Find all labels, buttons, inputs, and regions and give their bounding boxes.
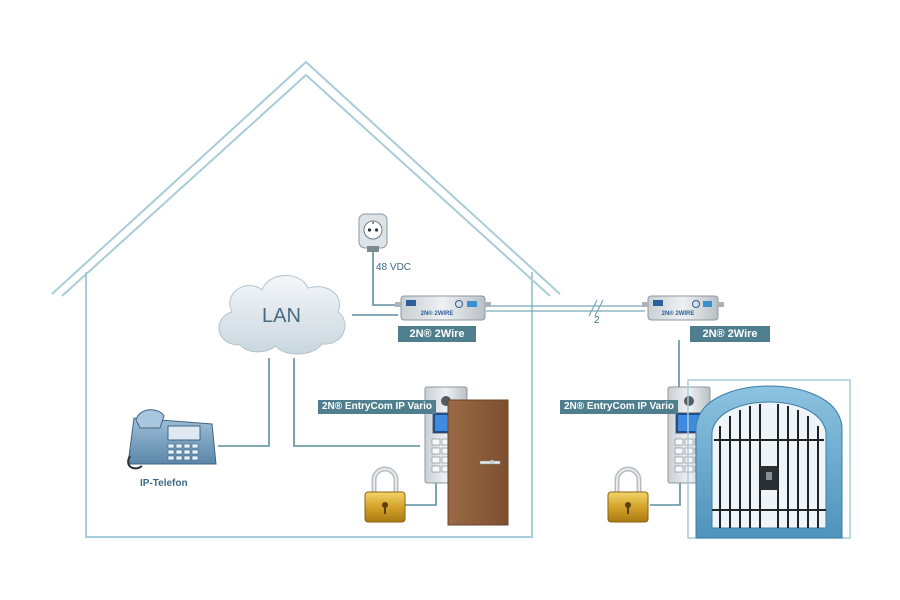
twowire-gate-label: 2N® 2Wire — [690, 326, 770, 342]
svg-text:2N® 2WIRE: 2N® 2WIRE — [662, 310, 695, 317]
door-icon — [447, 399, 509, 526]
connection-lines — [218, 248, 681, 506]
entrycom-house-label: 2N® EntryCom IP Vario — [318, 400, 436, 414]
lan-cloud-icon — [218, 275, 346, 355]
twowire-house-label: 2N® 2Wire — [398, 326, 476, 342]
gate-icon — [687, 379, 851, 539]
twowire-device-icon: 2N® 2WIRE — [395, 295, 491, 321]
house-outline — [51, 60, 561, 538]
phone-label: IP-Telefon — [140, 478, 188, 489]
lan-label: LAN — [262, 305, 301, 327]
entrycom-gate-label: 2N® EntryCom IP Vario — [560, 400, 678, 414]
svg-text:2N® 2WIRE: 2N® 2WIRE — [421, 310, 454, 317]
ip-phone-icon — [127, 409, 217, 470]
twowire-device-icon: 2N® 2WIRE — [642, 295, 724, 321]
power-label: 48 VDC — [376, 262, 412, 273]
padlock-icon — [364, 469, 406, 523]
power-plug-icon — [358, 213, 388, 252]
padlock-icon — [607, 469, 649, 523]
two-wire-link — [486, 299, 645, 317]
wire-count-label: 2 — [594, 315, 600, 326]
